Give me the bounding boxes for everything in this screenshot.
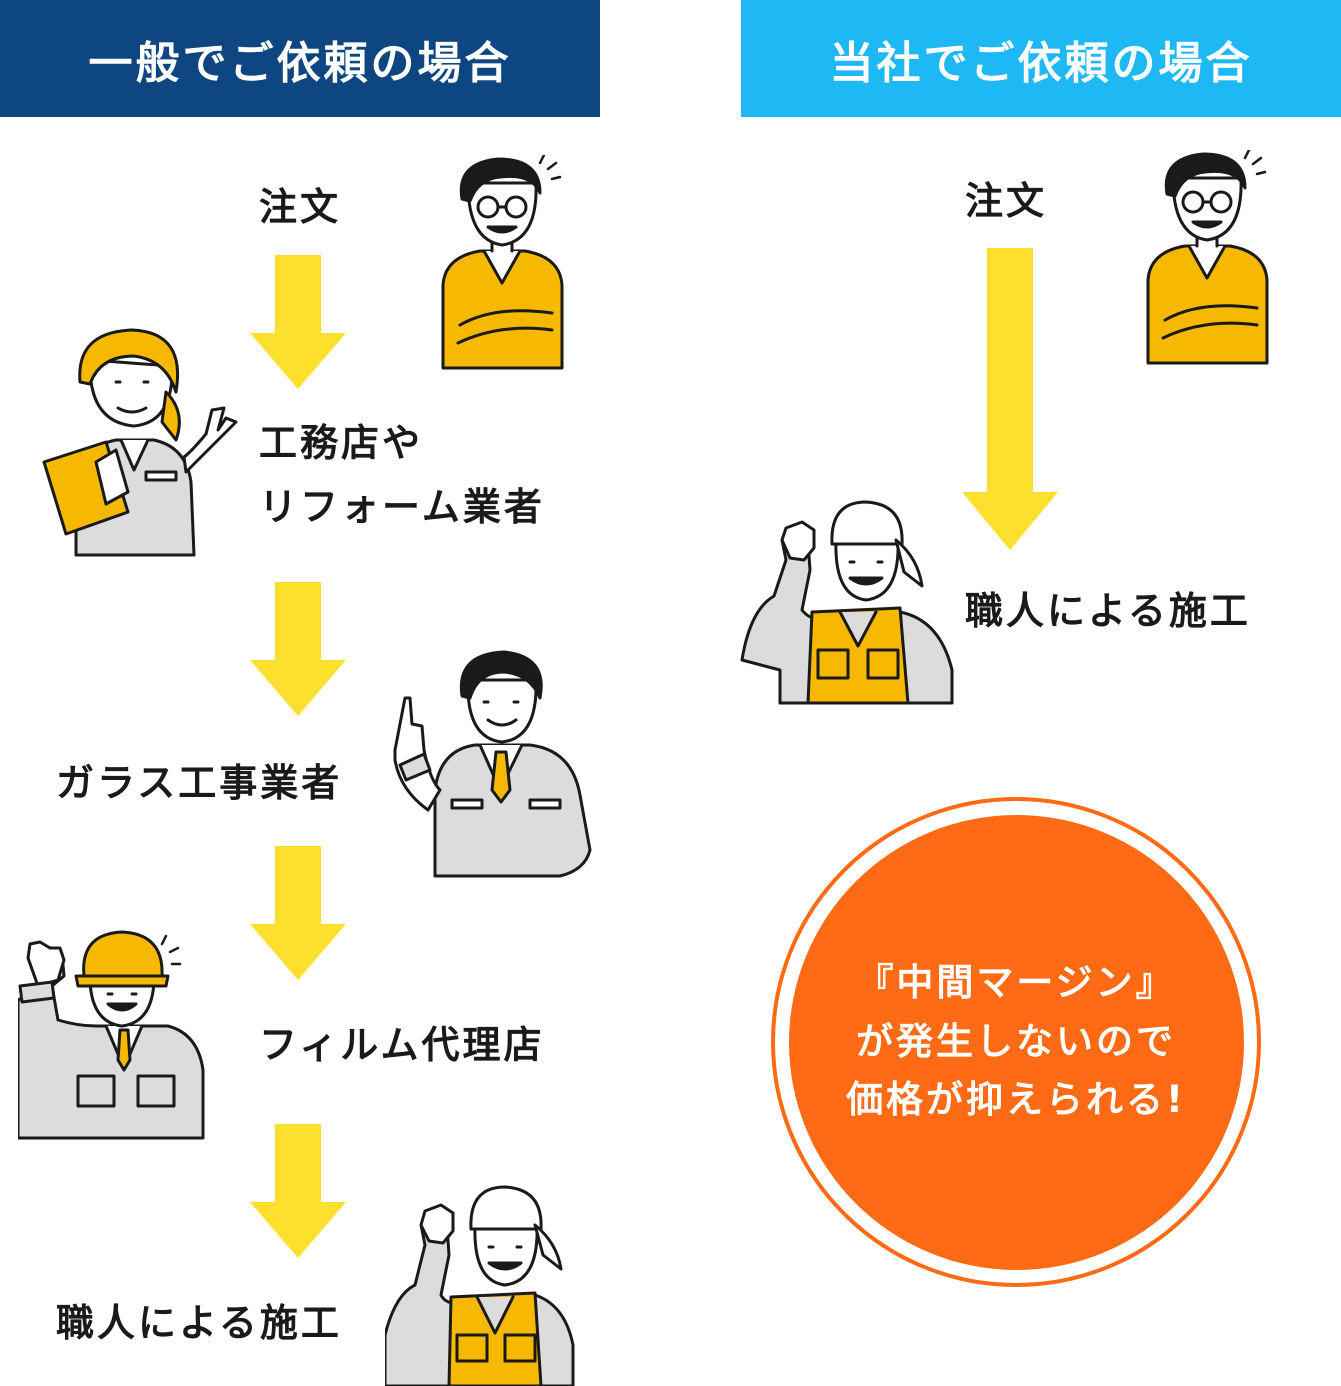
callout-line-1: 『中間マージン』 bbox=[856, 961, 1176, 1005]
customer-illustration-right bbox=[1146, 150, 1269, 365]
callout-line-2: が発生しないので bbox=[856, 1019, 1176, 1063]
film-agent-worker-illustration bbox=[18, 930, 205, 1140]
left-arrow-3 bbox=[250, 846, 346, 980]
left-step-contractor-line2: リフォーム業者 bbox=[259, 484, 545, 529]
general-order-header: 一般でご依頼の場合 bbox=[0, 0, 600, 117]
left-arrow-1 bbox=[250, 255, 346, 389]
glass-contractor-illustration bbox=[393, 650, 592, 878]
left-arrow-2 bbox=[250, 582, 346, 716]
craftsman-illustration-left bbox=[385, 1185, 575, 1386]
right-step-installation: 職人による施工 bbox=[965, 589, 1251, 633]
left-step-contractor-line1: 工務店や bbox=[259, 421, 424, 465]
right-step-order: 注文 bbox=[965, 179, 1048, 223]
customer-illustration-left bbox=[441, 155, 564, 370]
our-company-order-title: 当社でご依頼の場合 bbox=[829, 37, 1253, 89]
our-company-order-header: 当社でご依頼の場合 bbox=[741, 0, 1341, 117]
contractor-staff-illustration bbox=[42, 328, 238, 557]
left-step-glass-contractor: ガラス工事業者 bbox=[56, 761, 343, 805]
craftsman-illustration-right bbox=[740, 500, 954, 705]
left-step-film-agent: フィルム代理店 bbox=[259, 1023, 545, 1067]
left-step-installation: 職人による施工 bbox=[56, 1301, 342, 1345]
left-arrow-4 bbox=[250, 1124, 346, 1258]
general-order-title: 一般でご依頼の場合 bbox=[88, 37, 512, 89]
left-step-contractor: 工務店や リフォーム業者 bbox=[259, 412, 545, 540]
callout-inner-circle: 『中間マージン』 が発生しないので 価格が抑えられる! bbox=[788, 814, 1244, 1270]
no-middle-margin-callout: 『中間マージン』 が発生しないので 価格が抑えられる! bbox=[771, 797, 1261, 1287]
left-step-order: 注文 bbox=[259, 185, 342, 229]
callout-line-3: 価格が抑えられる! bbox=[846, 1078, 1186, 1122]
right-arrow bbox=[962, 248, 1058, 550]
